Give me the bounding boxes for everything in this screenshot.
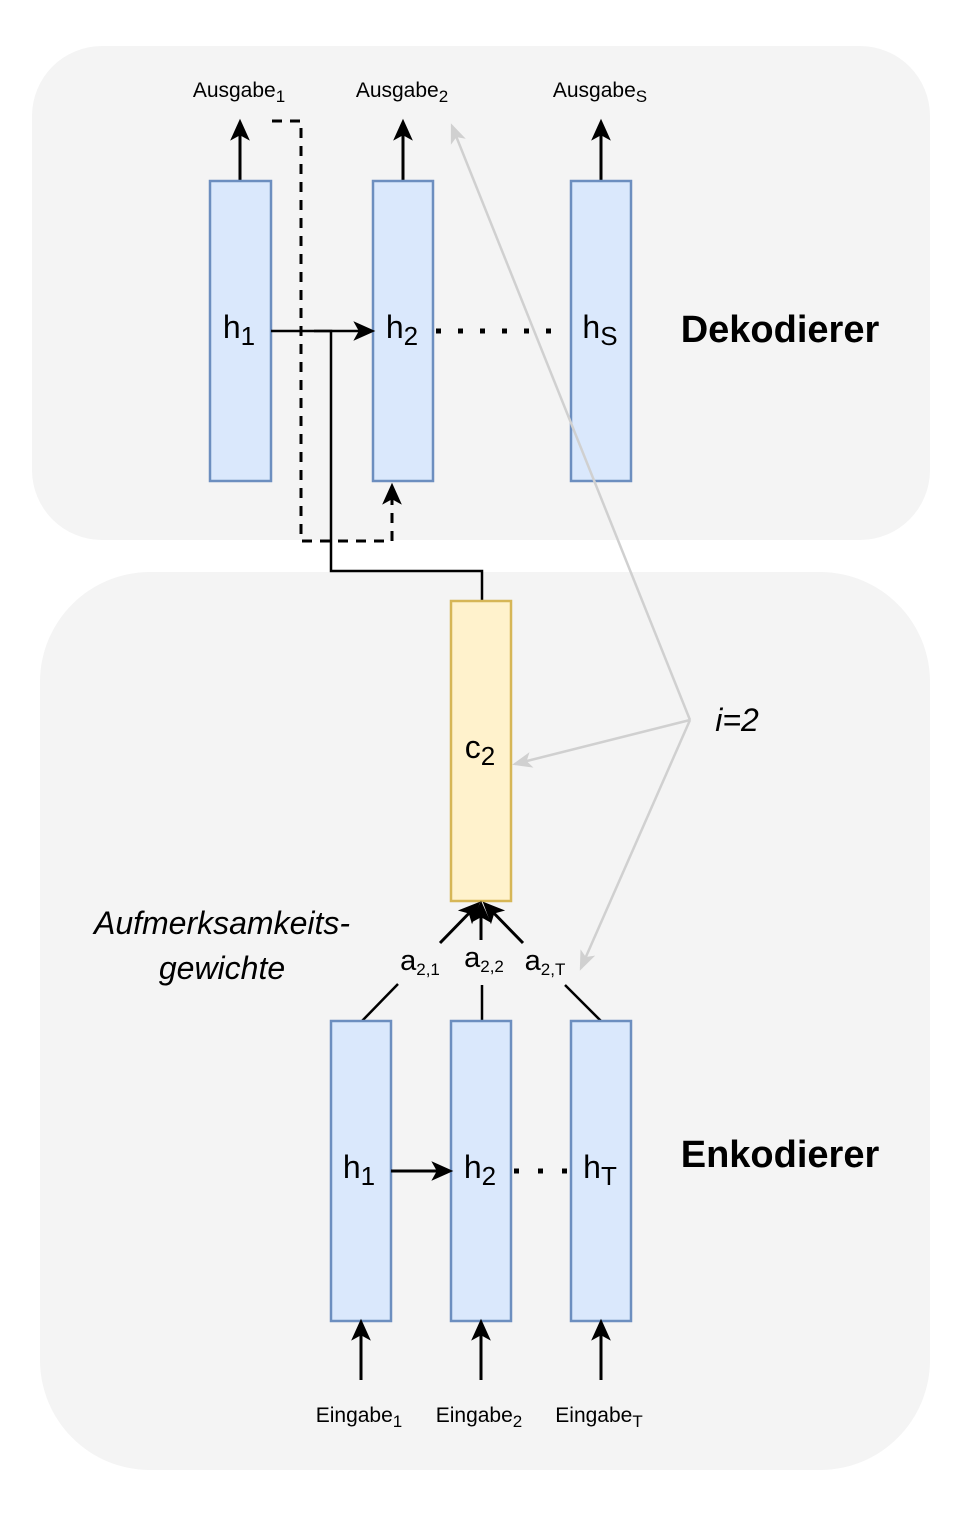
decoder-state-label-1: h1	[223, 309, 255, 351]
decoder-state-label-2: h2	[386, 309, 418, 351]
decoder-output-label-1: Ausgabe1	[193, 79, 285, 106]
encoder-state-label-t: hT	[583, 1149, 617, 1191]
attention-weight-label-t: a2,T	[525, 945, 566, 979]
attention-arrow-t	[482, 901, 525, 945]
context-to-decoder-line	[314, 329, 484, 601]
attention-weight-label-2: a2,2	[464, 942, 504, 976]
encoder-input-label-t: EingabeT	[555, 1404, 642, 1431]
attention-weight-label-1: a2,1	[400, 945, 440, 979]
encoder-title: Enkodierer	[681, 1134, 880, 1176]
context-vector-box	[449, 599, 513, 903]
attention-caption-line-2: gewichte	[159, 950, 285, 986]
attention-caption-line-1: Aufmerksamkeits-	[92, 905, 350, 941]
decoder-panel	[32, 46, 930, 540]
decoder-state-label-s: hS	[582, 309, 617, 351]
encoder-state-label-1: h1	[343, 1149, 375, 1191]
index-pointer-to-context	[512, 718, 691, 768]
index-annotation: i=2	[715, 702, 759, 738]
encoder-state-box-t	[569, 1019, 633, 1323]
encoder-input-label-1: Eingabe1	[316, 1404, 403, 1431]
context-vector-label: c2	[465, 729, 495, 771]
encoder-state-box-2	[449, 1019, 513, 1323]
decoder-output-label-2: Ausgabe2	[356, 79, 448, 106]
decoder-title: Dekodierer	[681, 309, 880, 351]
encoder-input-label-2: Eingabe2	[436, 1404, 523, 1431]
decoder-state-box-s	[569, 179, 633, 483]
index-pointer-to-weight	[579, 719, 692, 971]
decoder-output-label-s: AusgabeS	[553, 79, 647, 106]
encoder-to-weight-line-t	[564, 984, 602, 1022]
decoder-state-box-2	[371, 179, 435, 483]
index-pointer-to-ausgabe2	[450, 123, 692, 721]
encoder-state-label-2: h2	[464, 1149, 496, 1191]
encoder-to-weight-line-1	[361, 983, 399, 1022]
output-feedback-dashed-line	[272, 119, 402, 543]
decoder-state-box-1	[208, 179, 273, 483]
